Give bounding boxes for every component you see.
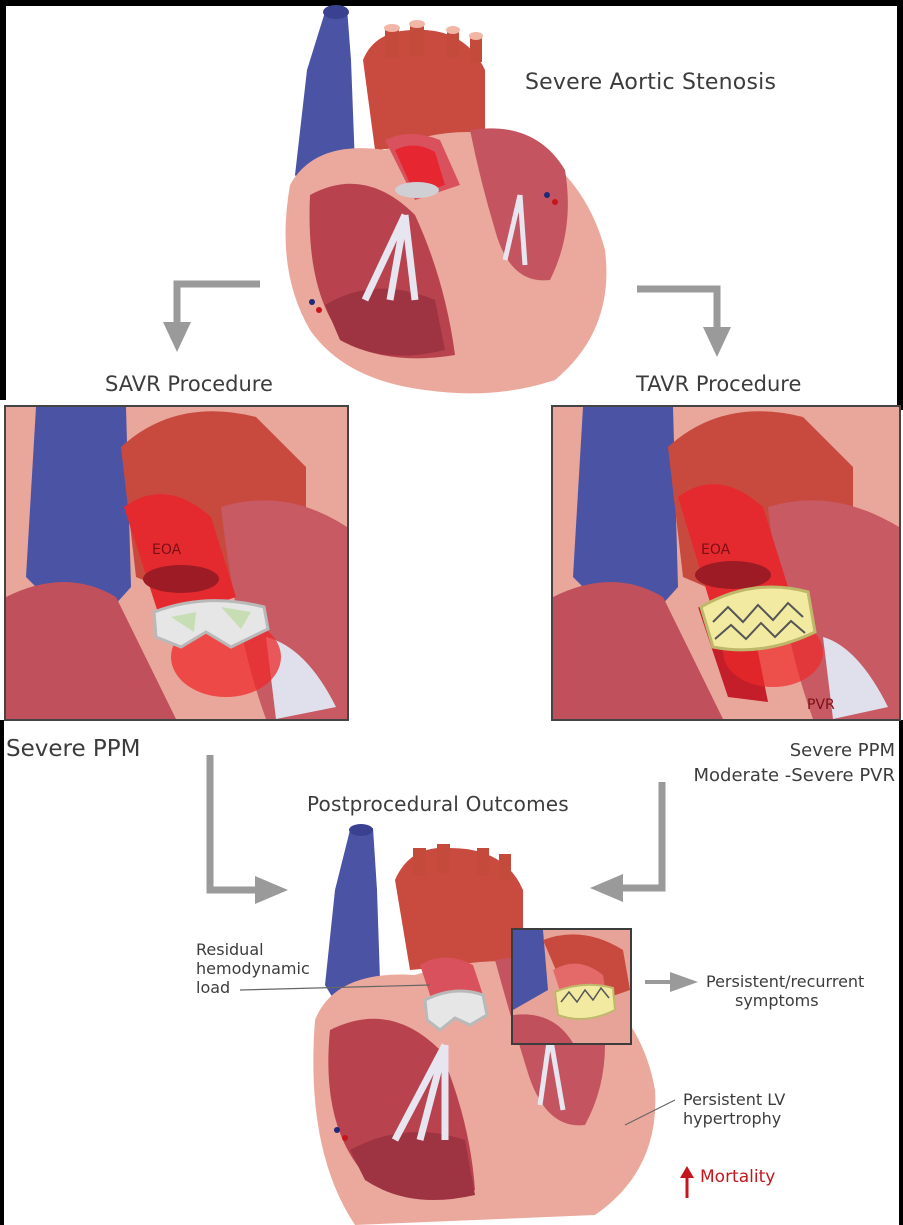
tavr-pvr-label: PVR xyxy=(807,697,835,713)
tavr-procedure-label: TAVR Procedure xyxy=(636,372,801,396)
symptoms-line1: Persistent/recurrent xyxy=(706,972,864,991)
savr-eoa-label: EOA xyxy=(152,542,181,558)
tavr-finding-pvr: Moderate -Severe PVR xyxy=(693,763,895,788)
savr-panel: EOA xyxy=(4,405,349,721)
residual-load-line3: load xyxy=(196,978,230,997)
frame-right-top xyxy=(897,0,903,410)
tavr-inset-illustration xyxy=(513,930,630,1043)
mortality-label: Mortality xyxy=(700,1167,775,1187)
hypertrophy-line1: Persistent LV xyxy=(683,1090,785,1109)
top-heart-illustration xyxy=(255,0,625,400)
savr-panel-illustration xyxy=(6,407,347,719)
savr-finding-ppm: Severe PPM xyxy=(6,736,141,762)
savr-procedure-label: SAVR Procedure xyxy=(105,372,273,396)
frame-right-bottom xyxy=(899,720,903,1225)
arrow-from-savr xyxy=(200,755,300,915)
frame-left-bottom xyxy=(0,720,4,1225)
top-title: Severe Aortic Stenosis xyxy=(525,70,776,95)
tavr-inset xyxy=(511,928,632,1045)
residual-load-line1: Residual xyxy=(196,940,264,959)
arrow-to-tavr xyxy=(635,285,745,365)
tavr-panel: EOA PVR xyxy=(551,405,901,721)
residual-load-line2: hemodynamic xyxy=(196,959,310,978)
frame-left-top xyxy=(0,0,6,400)
hypertrophy-line2: hypertrophy xyxy=(683,1109,781,1128)
tavr-eoa-label: EOA xyxy=(701,542,730,558)
tavr-finding-ppm: Severe PPM xyxy=(790,738,895,763)
outcomes-title: Postprocedural Outcomes xyxy=(307,792,569,816)
symptoms-line2: symptoms xyxy=(735,991,819,1010)
arrow-to-savr xyxy=(155,280,265,360)
tavr-panel-illustration xyxy=(553,407,899,719)
